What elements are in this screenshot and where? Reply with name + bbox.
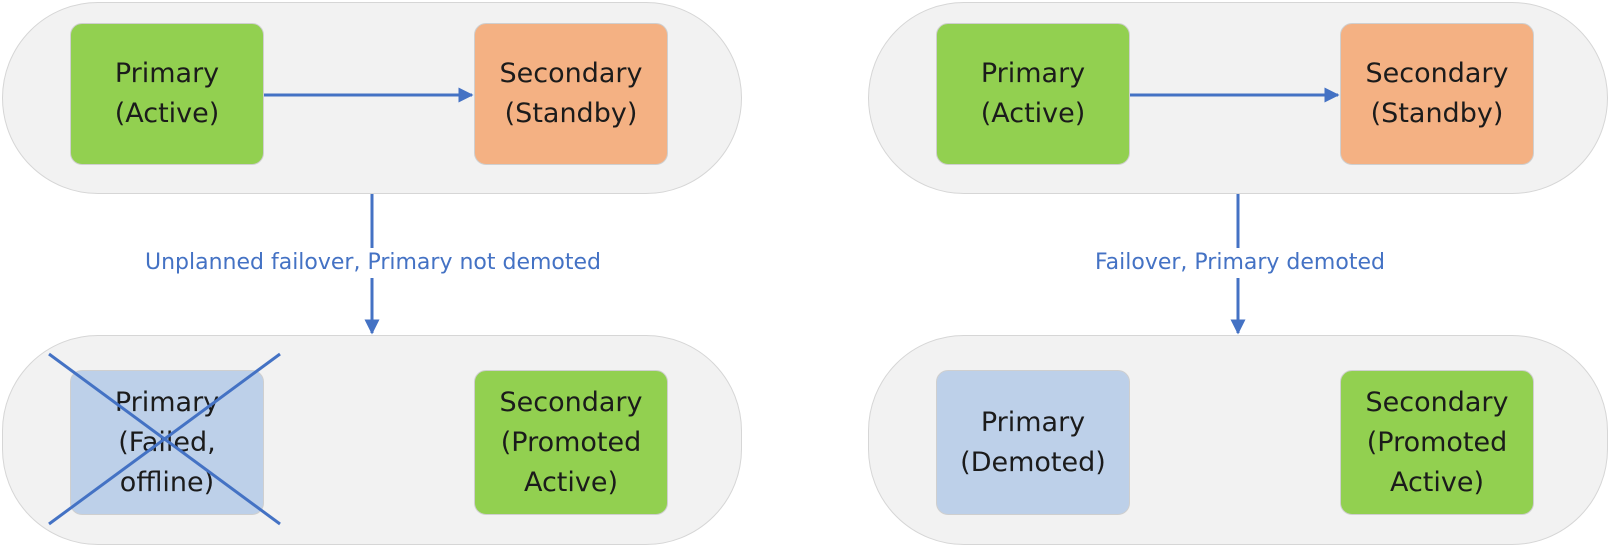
node-line: Primary	[980, 58, 1086, 89]
node-line: (Active)	[980, 98, 1086, 129]
right-secondary-promoted-node: Secondary (Promoted Active)	[1340, 370, 1534, 515]
node-line: Primary	[114, 58, 220, 89]
right-transition-label: Failover, Primary demoted	[1092, 248, 1388, 278]
node-line: Active)	[523, 466, 619, 498]
left-secondary-standby-node: Secondary (Standby)	[474, 23, 668, 165]
node-line: (Promoted	[1366, 426, 1508, 458]
node-line: Secondary	[1365, 386, 1509, 418]
node-line: (Demoted)	[960, 446, 1106, 478]
right-primary-active-node: Primary (Active)	[936, 23, 1130, 165]
left-primary-active-node: Primary (Active)	[70, 23, 264, 165]
failed-cross-icon	[48, 352, 281, 526]
node-line: (Active)	[114, 98, 220, 129]
node-line: Secondary	[499, 58, 643, 89]
left-transition-label: Unplanned failover, Primary not demoted	[142, 248, 604, 278]
node-line: (Standby)	[504, 98, 638, 129]
node-line: Active)	[1389, 466, 1485, 498]
node-line: Primary	[980, 406, 1086, 438]
node-line: Secondary	[499, 386, 643, 418]
node-line: offline)	[119, 466, 215, 498]
right-primary-demoted-node: Primary (Demoted)	[936, 370, 1130, 515]
node-line: (Promoted	[500, 426, 642, 458]
left-secondary-promoted-node: Secondary (Promoted Active)	[474, 370, 668, 515]
node-line: Secondary	[1365, 58, 1509, 89]
node-line: (Standby)	[1370, 98, 1504, 129]
right-secondary-standby-node: Secondary (Standby)	[1340, 23, 1534, 165]
